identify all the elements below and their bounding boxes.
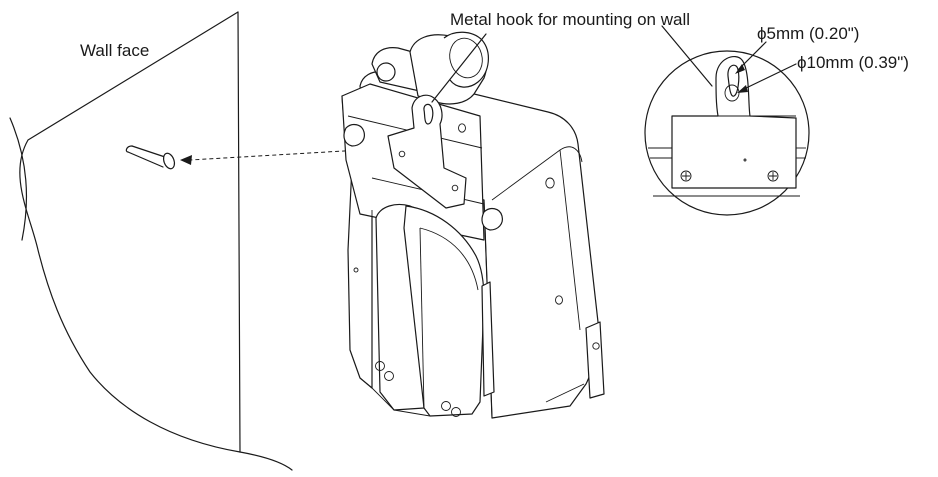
metal-hook-plate [387,94,467,209]
wall-face-label: Wall face [80,41,150,60]
wall-edge [237,11,241,453]
detail-leader-line [661,25,713,87]
d10-leader-line [741,63,797,91]
wall-bottom-contour [239,451,293,471]
wall-outline [19,11,241,453]
wall-screw [125,145,176,170]
wall-panel [9,11,293,471]
metal-hook-label: Metal hook for mounting on wall [450,10,691,29]
detail-magnified-circle [644,50,810,216]
hole-small-dimension-label: ϕ5mm (0.20") [757,24,860,43]
hole-large-dimension-label: ϕ10mm (0.39") [797,53,909,72]
wall-left-contour [9,117,28,241]
hook-leader-line [431,33,487,103]
d5-leader-line [737,41,767,71]
front-lid [343,123,503,417]
detail-circle-outline [644,50,810,216]
alignment-arrow [180,147,396,165]
